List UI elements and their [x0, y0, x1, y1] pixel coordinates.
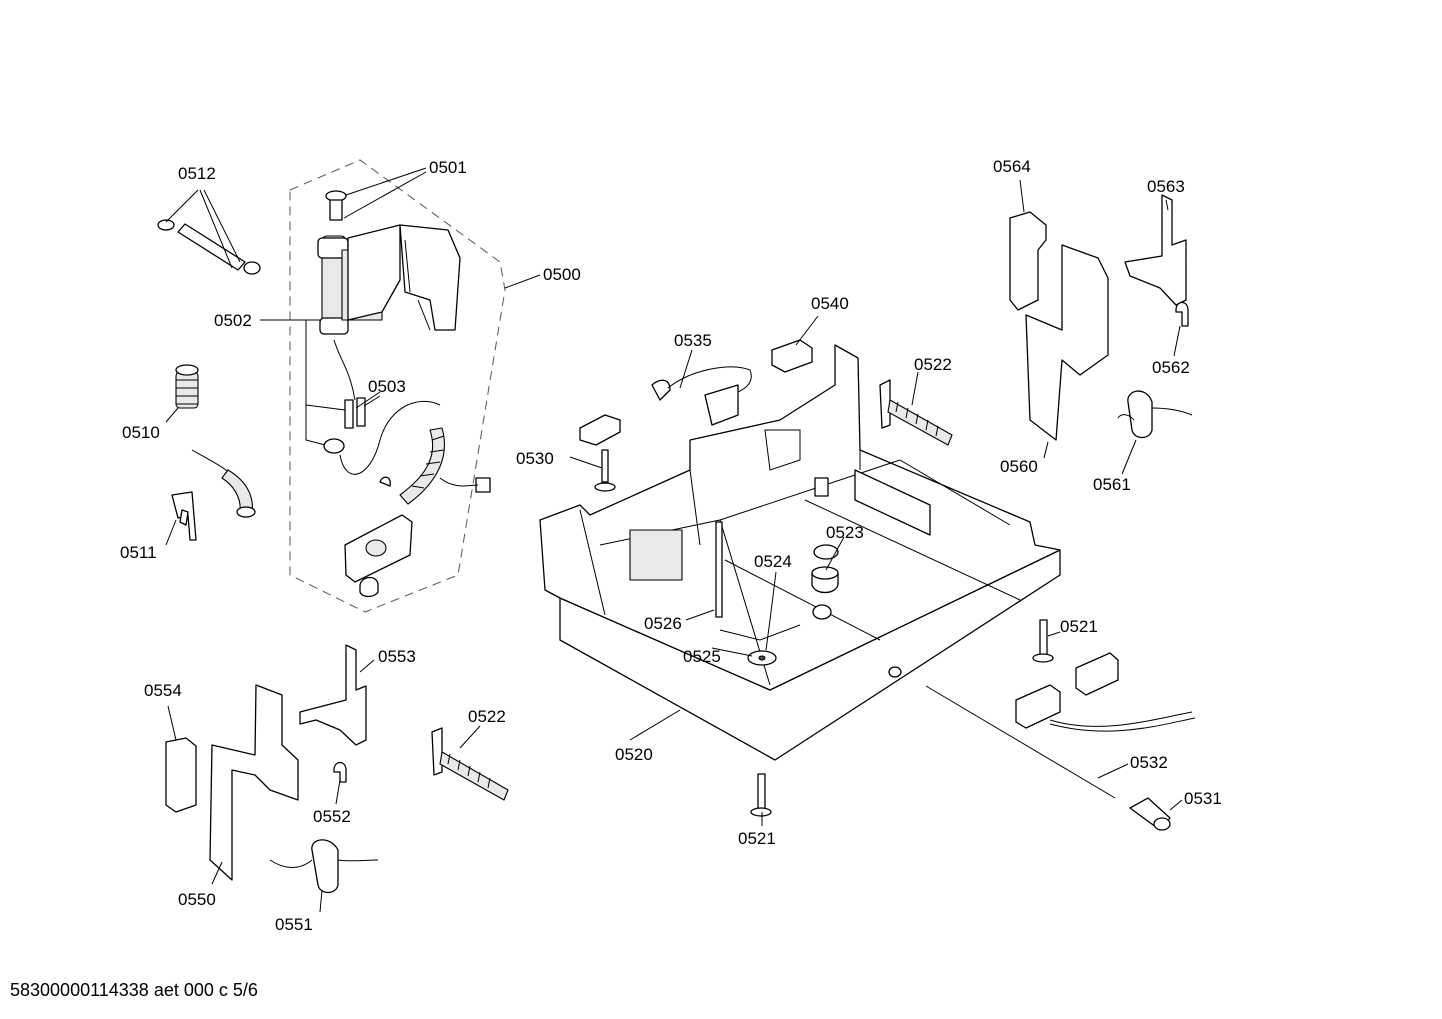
label-0564: 0564 — [993, 157, 1031, 176]
label-0526: 0526 — [644, 614, 682, 633]
part-0554-cover — [165, 737, 197, 813]
label-0532: 0532 — [1130, 753, 1168, 772]
label-0560: 0560 — [1000, 457, 1038, 476]
label-0530: 0530 — [516, 449, 554, 468]
part-0535-harness — [651, 366, 752, 426]
label-0554: 0554 — [144, 681, 182, 700]
part-0531-plug — [1129, 797, 1171, 831]
part-0562-clip — [1175, 301, 1189, 327]
document-footer-code: 58300000114338 aet 000 c 5/6 — [10, 980, 258, 1000]
part-0523-seal — [811, 544, 839, 594]
leader-lines — [165, 167, 1183, 913]
label-0552: 0552 — [313, 807, 351, 826]
part-0521-foot-top — [1032, 619, 1054, 663]
label-0512: 0512 — [178, 164, 216, 183]
label-0561: 0561 — [1093, 475, 1131, 494]
part-0551-switch — [269, 839, 379, 894]
valve-bracket — [344, 514, 413, 598]
label-0502: 0502 — [214, 311, 252, 330]
label-0521-top: 0521 — [1060, 617, 1098, 636]
label-0503: 0503 — [368, 377, 406, 396]
part-0540-connector — [771, 339, 813, 373]
part-0561-switch — [1117, 390, 1193, 439]
corrugated-hose — [379, 427, 491, 505]
label-0562: 0562 — [1152, 358, 1190, 377]
label-0563: 0563 — [1147, 177, 1185, 196]
part-0521-foot-bottom — [750, 773, 772, 817]
part-0552-clip — [333, 761, 347, 783]
part-0553-bracket — [299, 644, 367, 746]
label-0535: 0535 — [674, 331, 712, 350]
label-0501: 0501 — [429, 158, 467, 177]
label-0523: 0523 — [826, 523, 864, 542]
label-0540: 0540 — [811, 294, 849, 313]
part-labels: 0501 0500 0502 0503 0512 0510 0511 0530 … — [120, 157, 1222, 934]
label-0522-left: 0522 — [468, 707, 506, 726]
part-0510-hose — [191, 449, 256, 518]
assembly-group-outline — [289, 159, 506, 613]
part-0530-block — [579, 414, 621, 492]
part-0563-bracket — [1124, 194, 1187, 306]
label-0522-right: 0522 — [914, 355, 952, 374]
part-0503-connectors — [323, 397, 441, 475]
label-0511: 0511 — [120, 543, 157, 562]
part-0510-spring — [175, 364, 199, 409]
connector-harness — [1015, 652, 1196, 732]
part-0522-spring-right — [879, 379, 953, 446]
label-0521-bottom: 0521 — [738, 829, 776, 848]
label-0551: 0551 — [275, 915, 313, 934]
part-0512-hose — [157, 219, 261, 275]
label-0531: 0531 — [1184, 789, 1222, 808]
part-0522-spring-left — [431, 727, 509, 801]
label-0524: 0524 — [754, 552, 792, 571]
label-0553: 0553 — [378, 647, 416, 666]
part-0520-base-tub — [539, 344, 1061, 761]
label-0510: 0510 — [122, 423, 160, 442]
part-0524-0526-internals — [715, 521, 801, 666]
label-0550: 0550 — [178, 890, 216, 909]
part-0511-clip — [171, 491, 197, 541]
part-0532-rod — [925, 685, 1116, 799]
label-0520: 0520 — [615, 745, 653, 764]
label-0500: 0500 — [543, 265, 581, 284]
part-0564-cover — [1009, 211, 1047, 311]
label-0525: 0525 — [683, 647, 721, 666]
part-0550-bracket — [209, 684, 299, 881]
part-0560-bracket — [1025, 244, 1109, 441]
part-0501-0502-valve — [317, 190, 461, 401]
